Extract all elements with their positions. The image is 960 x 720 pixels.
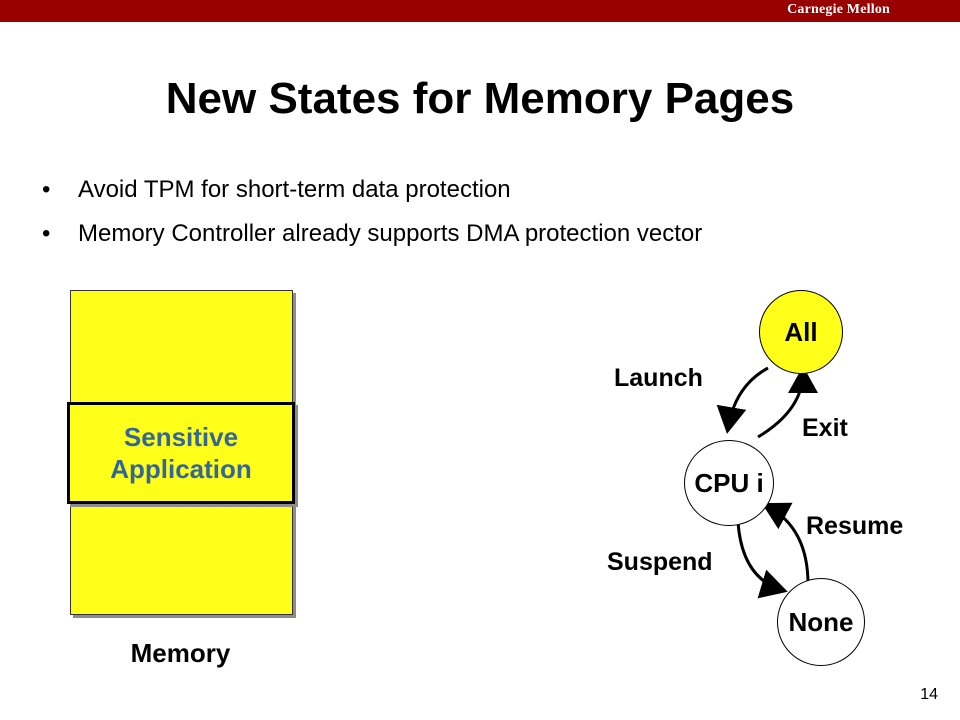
bullet-list: • Avoid TPM for short-term data protecti… <box>42 168 702 256</box>
launch-label: Launch <box>614 364 703 392</box>
slide-title: New States for Memory Pages <box>165 74 795 123</box>
state-none-label: None <box>788 606 854 637</box>
state-cpu-node: CPU i <box>684 440 774 526</box>
launch-arrow <box>716 366 769 434</box>
state-none-node: None <box>777 578 865 666</box>
state-all-label: All <box>784 316 818 347</box>
sensitive-application-block: Sensitive Application <box>67 402 295 504</box>
exit-arrow <box>757 366 818 439</box>
bullet-text: Avoid TPM for short-term data protection <box>78 176 511 203</box>
bullet-dot-icon: • <box>42 176 51 203</box>
brand-logo-text: Carnegie Mellon <box>787 2 890 17</box>
memory-label: Memory <box>130 638 231 668</box>
state-all-node: All <box>759 290 843 374</box>
resume-label: Resume <box>806 512 904 540</box>
bullet-text: Memory Controller already supports DMA p… <box>78 220 703 247</box>
bullet-item: • Memory Controller already supports DMA… <box>42 212 702 256</box>
exit-label: Exit <box>802 414 848 442</box>
header-bar: Carnegie Mellon <box>0 0 960 22</box>
bullet-item: • Avoid TPM for short-term data protecti… <box>42 168 702 212</box>
suspend-label: Suspend <box>607 548 713 576</box>
resume-arrow <box>761 502 810 585</box>
suspend-arrow <box>736 521 788 599</box>
sensitive-label-line-2: Application <box>110 454 252 484</box>
sensitive-label-line-1: Sensitive <box>123 422 239 452</box>
page-number: 14 <box>920 686 938 703</box>
bullet-dot-icon: • <box>42 220 51 247</box>
state-cpu-label: CPU i <box>694 467 764 498</box>
